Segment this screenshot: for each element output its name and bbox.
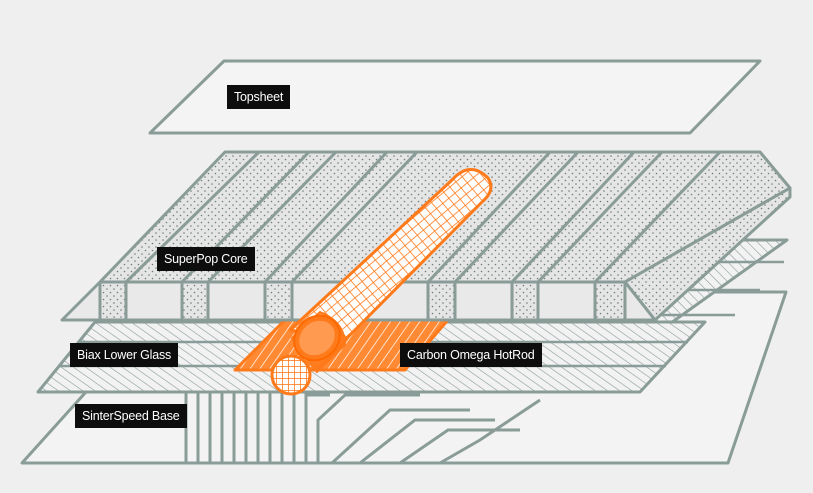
- topsheet-label: Topsheet: [227, 85, 291, 109]
- hotrod-label: Carbon Omega HotRod: [400, 343, 542, 367]
- topsheet-layer: [148, 59, 762, 135]
- biax-glass-label: Biax Lower Glass: [70, 343, 179, 367]
- core-label: SuperPop Core: [157, 247, 255, 271]
- carbon-hotrod: [270, 168, 493, 396]
- base-label: SinterSpeed Base: [75, 404, 187, 428]
